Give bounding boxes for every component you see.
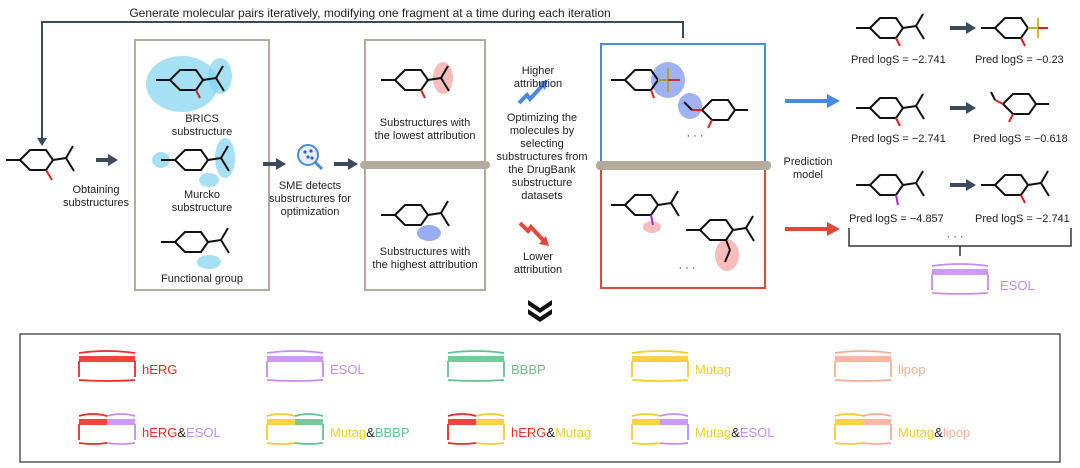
optimization-label: Optimizing the molecules by selecting su… [496, 112, 588, 202]
loop-arrowhead-icon [37, 138, 47, 146]
dataset-name: Mutag [330, 425, 367, 440]
dataset-cylinder-icon [266, 413, 324, 445]
brics-label: BRICS substructure [171, 113, 233, 138]
optimized-ethyl-molecule [685, 215, 755, 271]
ellipsis-low: · · · [678, 262, 696, 274]
obtaining-substructures-label: Obtaining substructures [62, 184, 130, 209]
results-bracket [848, 228, 1072, 256]
attribution-divider [360, 161, 490, 169]
murcko-label: Murcko substructure [171, 189, 233, 214]
dataset-name: lipop [942, 425, 971, 440]
sme-magnifier-icon [297, 144, 324, 171]
dataset-label: Mutag&lipop [898, 425, 970, 440]
dataset-label: ESOL [330, 362, 365, 377]
ellipsis-results: · · · [946, 231, 964, 243]
functional-group-label: Functional group [161, 273, 243, 285]
functional-group-molecule [160, 227, 230, 269]
ampersand: & [731, 425, 740, 440]
dataset-cylinder-icon [266, 350, 324, 382]
dataset-label: hERG&ESOL [142, 425, 221, 440]
highest-attribution-label: Substructures with the highest attributi… [372, 246, 478, 271]
result-row-2-after [990, 91, 1049, 123]
dataset-name: ESOL [739, 425, 775, 440]
dataset-name: hERG [511, 425, 547, 440]
higher-attribution-label: Higher attribution [513, 65, 563, 90]
result-row-1-after [981, 17, 1048, 47]
dataset-name: BBBP [374, 425, 410, 440]
higher-trend-arrow-icon [517, 84, 544, 105]
dataset-name: Mutag [695, 425, 732, 440]
result-row-2-before [855, 93, 925, 127]
dataset-label: Mutag&BBBP [330, 425, 410, 440]
sme-label: SME detects substructures for optimizati… [269, 180, 351, 218]
result-row-1-before [855, 13, 925, 47]
pred-row-2-after: Pred logS = −0.618 [973, 133, 1068, 145]
ampersand: & [366, 425, 375, 440]
lowest-attribution-molecule [380, 62, 453, 99]
esol-db-label: ESOL [1000, 278, 1035, 293]
ellipsis-high: · · · [686, 130, 704, 142]
dataset-cylinder-icon [447, 413, 505, 445]
ampersand: & [934, 425, 943, 440]
dataset-name: Mutag [898, 425, 935, 440]
pred-row-3-after: Pred logS = −2.741 [975, 213, 1070, 225]
dataset-cylinder-icon [78, 413, 136, 445]
pred-row-1-after: Pred logS = −0.23 [975, 54, 1064, 66]
murcko-molecule [152, 138, 235, 187]
datasets-panel [19, 333, 1061, 463]
pred-row-3-before: Pred logS = −4.857 [849, 213, 944, 225]
dataset-cylinder-icon [447, 350, 505, 382]
dataset-cylinder-icon [631, 350, 689, 382]
pred-row-2-before: Pred logS = −2.741 [851, 133, 946, 145]
dataset-name: Mutag [695, 362, 732, 377]
prediction-model-label: Prediction model [783, 156, 833, 181]
dataset-name: hERG [142, 425, 178, 440]
double-chevron-down-icon [528, 300, 552, 322]
dataset-name: lipop [898, 362, 926, 377]
dataset-cylinder-icon [834, 350, 892, 382]
ampersand: & [177, 425, 187, 440]
optimized-divider [596, 161, 771, 170]
dataset-name: Mutag [555, 425, 592, 440]
optimized-iodo-molecule [610, 190, 680, 233]
dataset-label: Mutag&ESOL [695, 425, 775, 440]
result-row-3-after [980, 170, 1050, 204]
top-loop-label: Generate molecular pairs iteratively, mo… [129, 6, 611, 20]
dataset-label: lipop [898, 362, 925, 377]
lowest-attribution-label: Substructures with the lowest attributio… [374, 117, 476, 142]
input-molecule [5, 145, 75, 181]
esol-db-icon [931, 263, 989, 295]
dataset-label: hERG [142, 362, 177, 377]
dataset-name: ESOL [330, 362, 365, 377]
dataset-label: BBBP [511, 362, 546, 377]
lower-trend-arrow-icon [518, 221, 545, 242]
dataset-cylinder-icon [78, 350, 136, 382]
highest-attribution-molecule [380, 200, 450, 241]
dataset-cylinder-icon [834, 413, 892, 445]
pred-row-1-before: Pred logS = −2.741 [851, 54, 946, 66]
dataset-name: hERG [142, 362, 178, 377]
optimized-methoxy-molecule [678, 93, 748, 129]
result-row-3-before [855, 170, 925, 206]
dataset-label: Mutag [695, 362, 731, 377]
iteration-loop-line [41, 21, 684, 142]
optimized-sulfonic-molecule [611, 62, 685, 99]
dataset-label: hERG&Mutag [511, 425, 591, 440]
ampersand: & [546, 425, 556, 440]
dataset-name: ESOL [186, 425, 221, 440]
dataset-name: BBBP [511, 362, 546, 377]
dataset-cylinder-icon [631, 413, 689, 445]
brics-molecule [146, 56, 232, 112]
lower-attribution-label: Lower attribution [513, 251, 563, 276]
